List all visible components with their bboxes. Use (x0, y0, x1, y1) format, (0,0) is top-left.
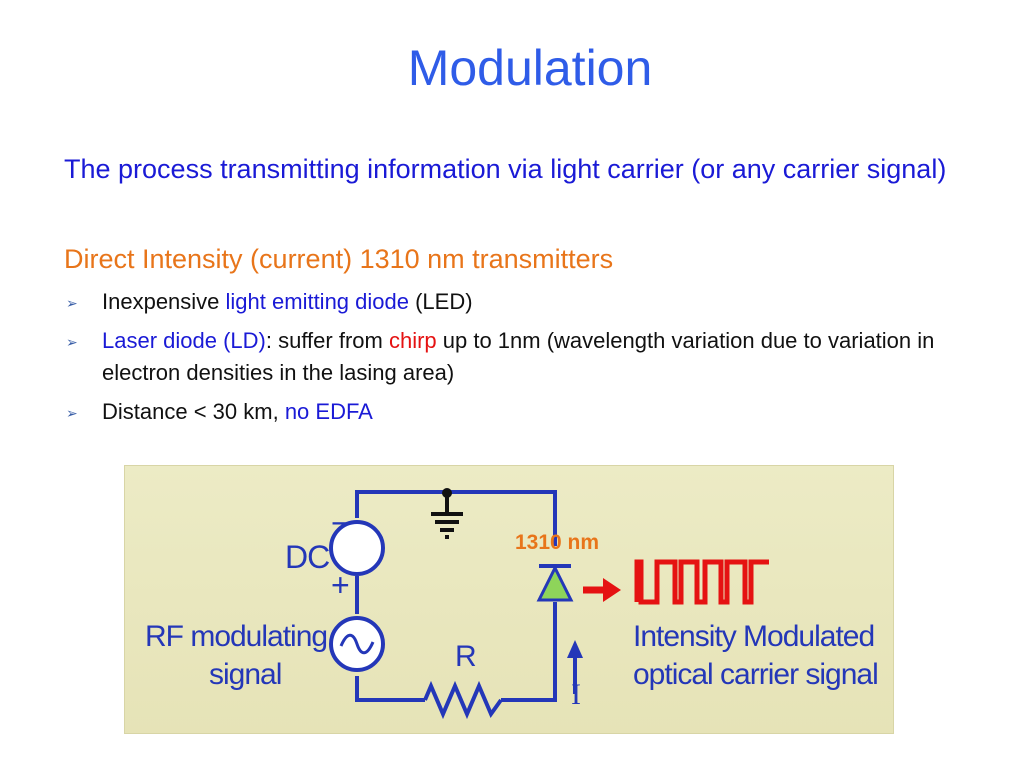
ac-source-icon (329, 616, 385, 672)
bullet-distance: ➢ Distance < 30 km, no EDFA (64, 396, 964, 428)
circuit-svg (329, 488, 769, 720)
ld-term: Laser diode (LD) (102, 328, 266, 353)
resistor-icon (423, 680, 503, 720)
edfa-term: no EDFA (284, 399, 373, 424)
top-wire (355, 490, 557, 546)
bullet-marker-icon: ➢ (66, 334, 78, 350)
output-label: Intensity Modulated optical carrier sign… (633, 618, 879, 694)
right-wire (501, 602, 557, 702)
arrow-up-icon (567, 640, 583, 694)
bullet-text: up to 1nm (wavelength variation due to v… (102, 328, 935, 385)
bottom-left-wire (355, 676, 425, 702)
bullet-marker-icon: ➢ (66, 295, 78, 311)
bullet-text: (LED) (408, 289, 473, 314)
pulse-wave-icon (634, 559, 769, 605)
output-label-line2: optical carrier signal (633, 658, 879, 691)
arrow-right-icon (583, 578, 621, 602)
laser-diode-icon (536, 564, 574, 602)
rf-label: RF modulating signal (145, 618, 328, 694)
resistor-label: R (455, 640, 477, 673)
led-term: light emitting diode (225, 289, 409, 314)
ground-node-icon (442, 488, 452, 498)
subheading: Direct Intensity (current) 1310 nm trans… (64, 244, 614, 274)
rf-label-line2: signal (209, 658, 282, 691)
bullet-text: Distance < 30 km, (102, 399, 285, 424)
current-label: I (571, 678, 581, 711)
bullet-led: ➢ Inexpensive light emitting diode (LED) (64, 286, 964, 318)
ground-icon (431, 492, 463, 539)
slide-title: Modulation (407, 40, 653, 96)
wavelength-label: 1310 nm (515, 531, 600, 554)
bullet-marker-icon: ➢ (66, 405, 78, 421)
rf-label-line1: RF modulating (145, 620, 328, 653)
bullet-text: : suffer from (265, 328, 389, 353)
minus-sign: − (331, 505, 350, 541)
intro-text: The process transmitting information via… (64, 154, 947, 184)
dc-label: DC (285, 539, 330, 575)
output-label-line1: Intensity Modulated (633, 620, 875, 653)
chirp-term: chirp (388, 328, 437, 353)
bullet-list: ➢ Inexpensive light emitting diode (LED)… (64, 286, 964, 435)
bullet-laser-diode: ➢ Laser diode (LD): suffer from chirp up… (64, 325, 964, 389)
plus-sign: + (331, 567, 350, 603)
dc-source-icon (329, 520, 385, 576)
bullet-text: Inexpensive (102, 289, 226, 314)
circuit-diagram: − DC + RF modulating signal R I 1310 nm … (124, 465, 894, 734)
